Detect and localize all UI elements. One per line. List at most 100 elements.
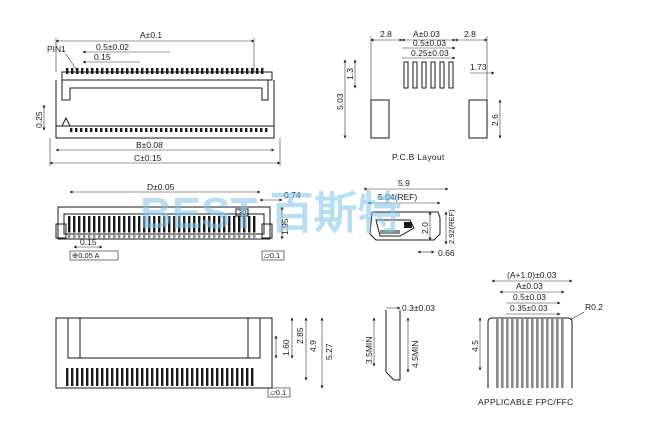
front-bottom-pin [150,128,153,132]
badge-30-label: 30 [238,208,246,217]
bottom-view-pin [156,368,159,386]
height-527-label: 5.27 [324,343,334,360]
front-bottom-pin [120,128,123,132]
fpc-trace [561,318,564,388]
front-bottom-pin [105,128,108,132]
front-bottom-pin [125,128,128,132]
top-view-pin [108,216,111,232]
top-view-pin-tail [238,232,241,240]
fpc-45-label: 4.5 [470,340,480,352]
top-view-pin-tail [93,232,96,240]
front-top-pin [131,68,134,74]
front-bottom-pin [75,128,78,132]
top-view-pin-tail [233,232,236,240]
bottom-view-pin [91,368,94,386]
fpc-trace [501,318,504,388]
front-top-pin [101,68,104,74]
pcb-pad [430,61,436,89]
front-top-pin [176,68,179,74]
top-view-pin [68,216,71,232]
top-view-pin-tail [73,232,76,240]
top-view-pin [253,216,256,232]
height-160-label: 1.60 [281,339,291,356]
front-bottom-pin [225,128,228,132]
top-view-pin [143,216,146,232]
side-profile: 5.9 5.04(REF) 2.0 2.92(REF) 0.66 [363,178,456,258]
pcb-pad [421,61,427,89]
fpc-thickness-label: 0.3±0.03 [402,303,435,313]
top-view-pin-tail [208,232,211,240]
front-bottom-pin [195,128,198,132]
front-bottom-pin [100,128,103,132]
bottom-view-pin [101,368,104,386]
width-015-label: 0.15 [94,52,111,62]
bottom-view-pin [76,368,79,386]
front-bottom-pin [80,128,83,132]
fpc-w-label: 0.35±0.03 [510,303,548,313]
pcb-26-label: 2.6 [490,114,500,126]
top-view-pin [228,216,231,232]
front-top-pin [156,68,159,74]
flatness-tolerance-2: ⏥0.1 [270,388,286,397]
top-view-pin [238,216,241,232]
front-bottom-pin [110,128,113,132]
front-bottom-pin [160,128,163,132]
top-view-pin-tail [203,232,206,240]
bottom-view-pin [151,368,154,386]
bottom-view-pin [126,368,129,386]
front-bottom-pin [130,128,133,132]
top-view-pin-tail [118,232,121,240]
flatness-tolerance-1: ⏥0.1 [264,251,280,260]
front-top-pin [196,68,199,74]
bottom-view-pin [71,368,74,386]
top-view-pin [138,216,141,232]
pitch-label: 0.5±0.02 [96,42,129,52]
front-bottom-pin [165,128,168,132]
front-top-pins [66,68,264,74]
fpc-trace [521,318,524,388]
bottom-view: 1.60 2.85 4.9 5.27 ⏥0.1 [55,317,334,398]
top-view-pin [133,216,136,232]
position-tolerance: ⊕0.05 A [72,251,100,260]
front-top-pin [76,68,79,74]
front-bottom-pin [155,128,158,132]
bottom-view-pin [66,368,69,386]
top-view-pin [168,216,171,232]
fpc-a10-label: (A+1.0)±0.03 [507,270,557,280]
fpc-a-label: A±0.03 [516,281,543,291]
top-view-pin [103,216,106,232]
top-view-pin [118,216,121,232]
front-bottom-pin [265,128,268,132]
top-view: D±0.05 0.74 30 1.95 0.15 ⊕0.05 A ⏥0.1 [55,182,301,261]
top-view-pin-tail [218,232,221,240]
top-view-pin-tail [148,232,151,240]
front-bottom-pin [90,128,93,132]
front-bottom-pin [220,128,223,132]
top-view-pin-tail [113,232,116,240]
front-top-pin [171,68,174,74]
bottom-view-pin [171,368,174,386]
front-top-pin [191,68,194,74]
fpc-pitch-label: 0.5±0.03 [513,292,546,302]
pcb-pad [448,61,454,89]
top-view-pin [153,216,156,232]
fpc-trace [541,318,544,388]
bottom-view-pin [216,368,219,386]
top-view-pin-tail [133,232,136,240]
top-view-pin-tail [88,232,91,240]
top-view-pin [203,216,206,232]
top-view-pin [243,216,246,232]
bottom-view-pin [221,368,224,386]
top-view-pin [188,216,191,232]
front-top-pin [236,68,239,74]
top-view-pin [83,216,86,232]
badge-30 [235,208,249,217]
fpc-trace [531,318,534,388]
front-bottom-pin [170,128,173,132]
top-view-pin [218,216,221,232]
pcb-right-pad [468,99,488,139]
front-bottom-pin [175,128,178,132]
front-top-pin [181,68,184,74]
bottom-view-pin [241,368,244,386]
